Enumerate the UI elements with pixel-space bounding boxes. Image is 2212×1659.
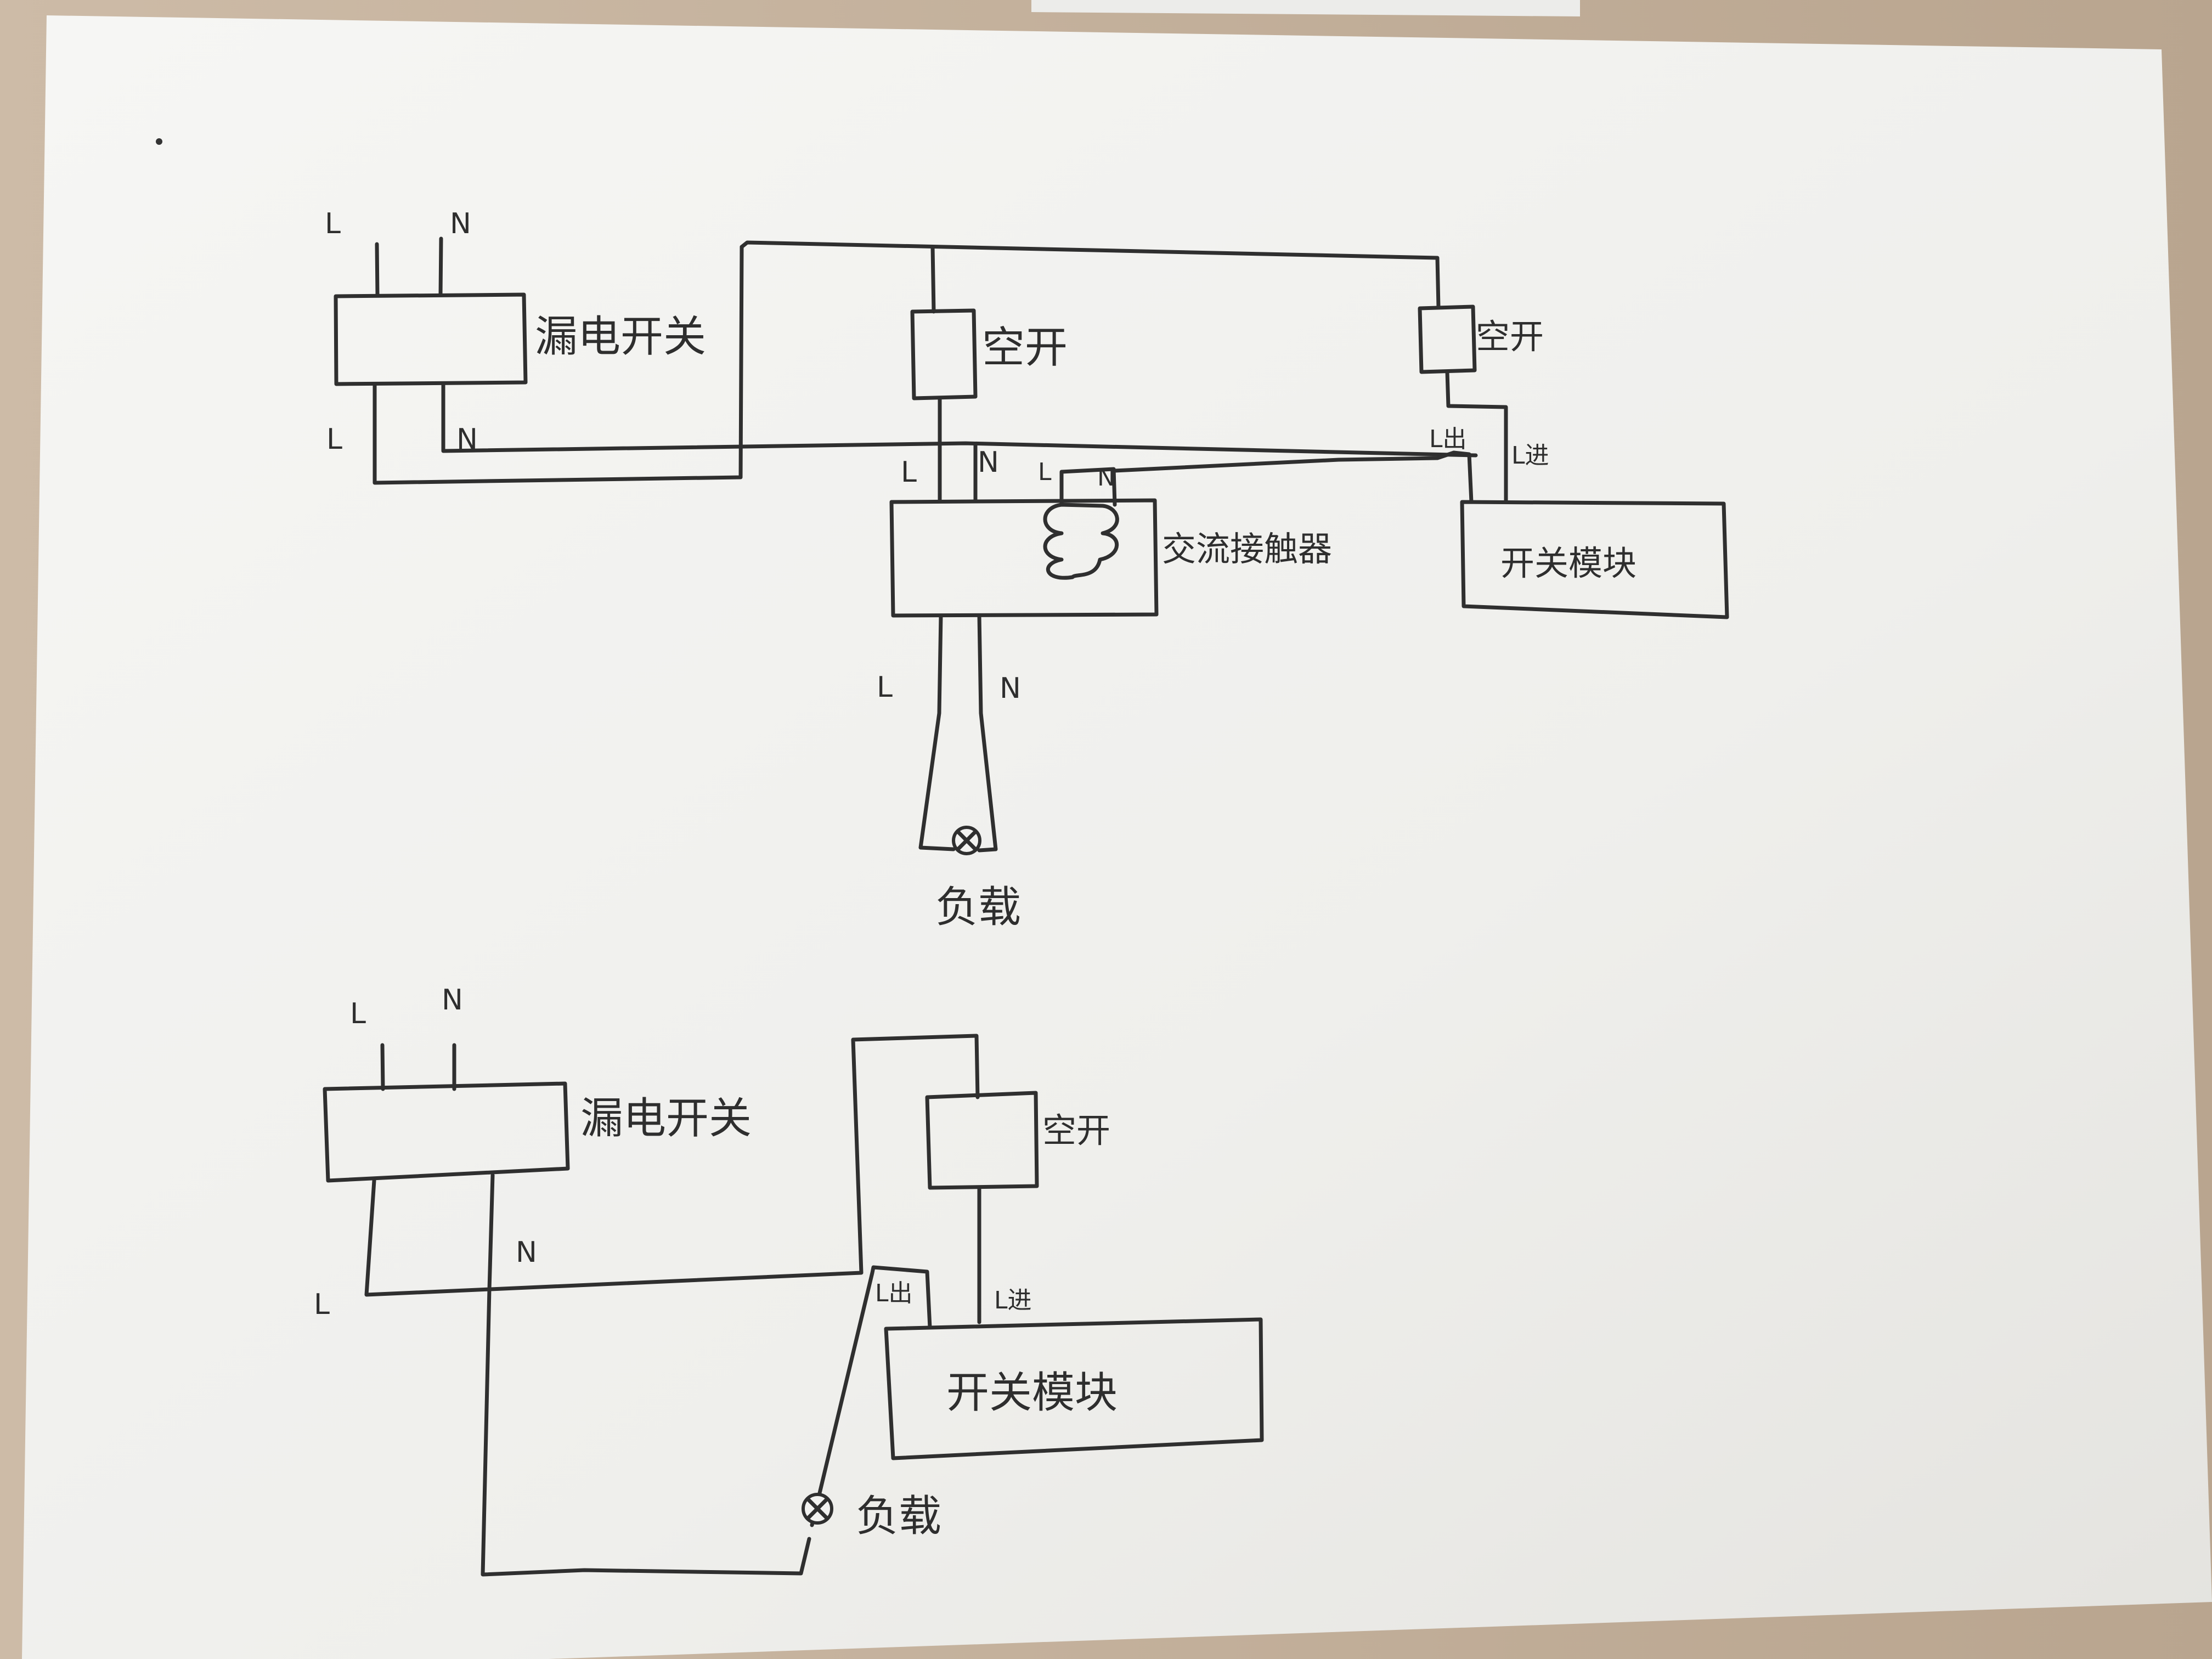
diagram-2: L N 漏电开关 L N 空开 L出 L进 开关模块 负载 (314, 984, 1264, 1577)
d2-load-label: 负载 (856, 1492, 941, 1541)
d2-module-box (884, 1317, 1264, 1460)
d1-module-label: 开关模块 (1500, 543, 1637, 583)
d1-breaker2-label: 空开 (1476, 317, 1544, 357)
d1-coil-symbol (1043, 503, 1119, 580)
d2-rcd-N-out-wire (481, 1173, 811, 1577)
d2-rcd-out-N-label: N (516, 1236, 537, 1269)
d2-module-Lout-label: L出 (875, 1279, 913, 1307)
d2-module-Lin-label: L进 (994, 1286, 1032, 1314)
d1-module-Lin-label: L进 (1511, 442, 1549, 470)
d1-rcd-L-out-wire (373, 245, 744, 485)
d1-coil-L-label: L (1038, 458, 1052, 486)
d1-contactor-label: 交流接触器 (1162, 529, 1332, 569)
d1-contactor-box (889, 498, 1159, 618)
d1-breaker2-to-module-wire (1445, 370, 1508, 504)
background-paper-edge (1031, 0, 1580, 16)
d1-module-Lout-label: L出 (1429, 425, 1467, 453)
d1-supply-N-label: N (450, 207, 471, 240)
d1-load-N-label: N (1000, 672, 1021, 705)
d2-supply-N-label: N (442, 984, 463, 1017)
d1-contactor-N-label: N (978, 446, 999, 479)
d2-supply-L-label: L (350, 997, 366, 1030)
d1-rcd-label: 漏电开关 (535, 312, 706, 362)
paper-sheet (22, 15, 2212, 1659)
d1-load-L-label: L (877, 671, 893, 704)
d2-rcd-L-out-wire (364, 1034, 980, 1297)
d2-rcd-box (323, 1081, 570, 1183)
d1-breaker2-box (1418, 304, 1477, 374)
d1-load-wires (918, 613, 956, 851)
d1-coil-control-wire (1113, 450, 1456, 473)
d1-module-box (1460, 500, 1729, 619)
d1-load-label: 负载 (935, 883, 1021, 932)
d1-breaker1-label: 空开 (982, 323, 1068, 373)
d2-breaker-box (925, 1091, 1039, 1190)
d1-rcd-out-L-label: L (326, 423, 342, 456)
d1-rcd-box (334, 292, 528, 386)
diagram-1: L N 漏电开关 L N 空开 L N 交流接触器 L N 空开 (325, 207, 1729, 932)
d2-module-label: 开关模块 (946, 1368, 1118, 1418)
d2-rcd-label: 漏电开关 (580, 1094, 752, 1143)
d1-module-Lout-wire (1452, 450, 1474, 504)
d2-module-Lout-wire (810, 1265, 932, 1527)
d1-breaker1-top-wire (930, 245, 936, 314)
d2-breaker-label: 空开 (1042, 1110, 1110, 1150)
d1-top-bus-wire (740, 240, 1441, 309)
d1-supply-L-label: L (325, 207, 341, 240)
d1-contactor-L-label: L (901, 456, 917, 489)
d2-load-lamp-cross (805, 1497, 830, 1521)
d1-breaker1-box (910, 308, 978, 400)
d2-supply-L-wire (380, 1043, 385, 1091)
d1-load-N-wire (977, 613, 998, 853)
ink-dot (156, 138, 162, 145)
d1-rcd-N-out-wire (441, 382, 1478, 458)
d1-coil-lead-wires (1059, 467, 1117, 507)
d2-rcd-out-L-label: L (314, 1288, 330, 1321)
d1-load-lamp-cross (956, 830, 978, 851)
